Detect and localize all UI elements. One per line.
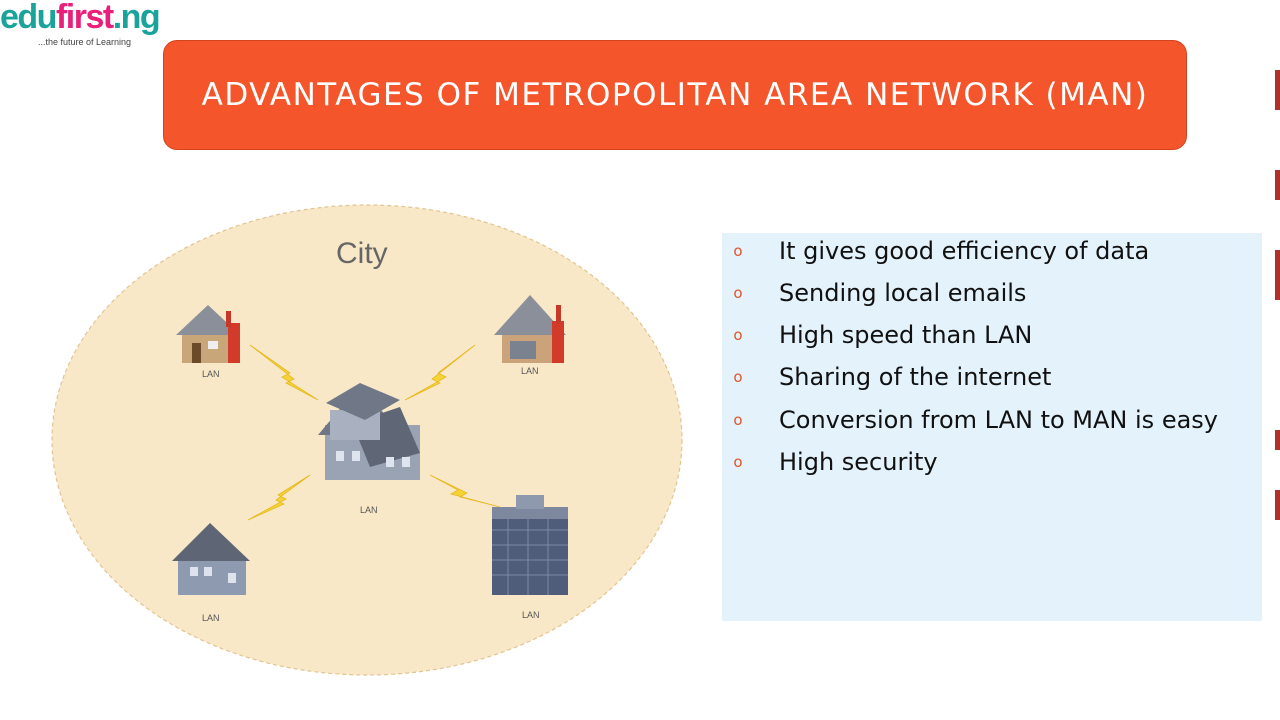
bullet-icon: o [733, 326, 743, 344]
edge-mark [1275, 430, 1280, 450]
logo-brand-end: .ng [112, 0, 161, 36]
advantage-text: Sending local emails [779, 279, 1027, 307]
house-center-icon [318, 383, 420, 480]
edge-mark [1275, 170, 1280, 200]
advantage-text: High security [779, 448, 938, 476]
bullet-icon: o [733, 242, 743, 260]
bullet-icon: o [733, 284, 743, 302]
lightning-bolt-3 [247, 474, 311, 521]
lan-label-top-right: LAN [521, 366, 539, 376]
advantage-text: Sharing of the internet [779, 363, 1052, 391]
logo-brand-accent: first [55, 0, 114, 36]
advantages-panel: o It gives good efficiency of data o Sen… [722, 233, 1262, 621]
office-building-icon [492, 495, 568, 595]
lan-label-bottom-left: LAN [202, 613, 220, 623]
edge-mark [1275, 250, 1280, 300]
edge-mark [1275, 70, 1280, 110]
slide-title: ADVANTAGES OF METROPOLITAN AREA NETWORK … [201, 77, 1149, 113]
edge-mark [1275, 490, 1280, 520]
lightning-bolt-2 [404, 344, 476, 401]
logo-brand-main: edu [0, 0, 57, 36]
advantage-text: It gives good efficiency of data [779, 237, 1150, 265]
lan-label-center: LAN [360, 505, 378, 515]
lan-label-top-left: LAN [202, 369, 220, 379]
lightning-bolt-1 [249, 344, 319, 401]
house-top-right-icon [494, 295, 566, 363]
advantage-text: High speed than LAN [779, 321, 1033, 349]
advantage-text: Conversion from LAN to MAN is easy [779, 406, 1218, 434]
house-top-left-icon [176, 305, 240, 363]
city-label: City [336, 237, 388, 270]
title-banner: ADVANTAGES OF METROPOLITAN AREA NETWORK … [163, 40, 1187, 150]
bullet-icon: o [733, 453, 743, 471]
bullet-icon: o [733, 368, 743, 386]
lan-label-bottom-right: LAN [522, 610, 540, 620]
logo-tagline: ...the future of Learning [38, 37, 132, 47]
house-bottom-left-icon [172, 523, 250, 595]
edufirst-logo: edufirst.ng ...the future of Learning [0, 0, 190, 52]
bullet-icon: o [733, 411, 743, 429]
edge-decoration [1275, 60, 1280, 680]
man-diagram: City LAN LAN LAN LAN LAN [40, 195, 700, 685]
city-network-illustration [51, 204, 683, 676]
